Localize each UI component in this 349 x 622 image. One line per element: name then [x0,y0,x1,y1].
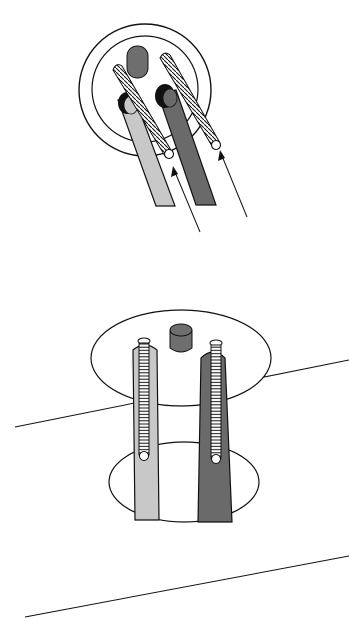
screw-icon [209,339,223,464]
arrow-icon [218,150,248,218]
rod-icon [155,84,217,206]
plug-icon [169,323,193,353]
screw-icon [112,64,175,160]
lower-opening [108,441,260,523]
board-bottom-edge [24,555,349,618]
plug-icon [126,45,149,79]
arrow-icon [171,166,201,233]
screw-icon [137,337,151,461]
bottom-panel [14,309,349,618]
screw-icon [159,52,222,151]
top-panel [78,23,248,233]
